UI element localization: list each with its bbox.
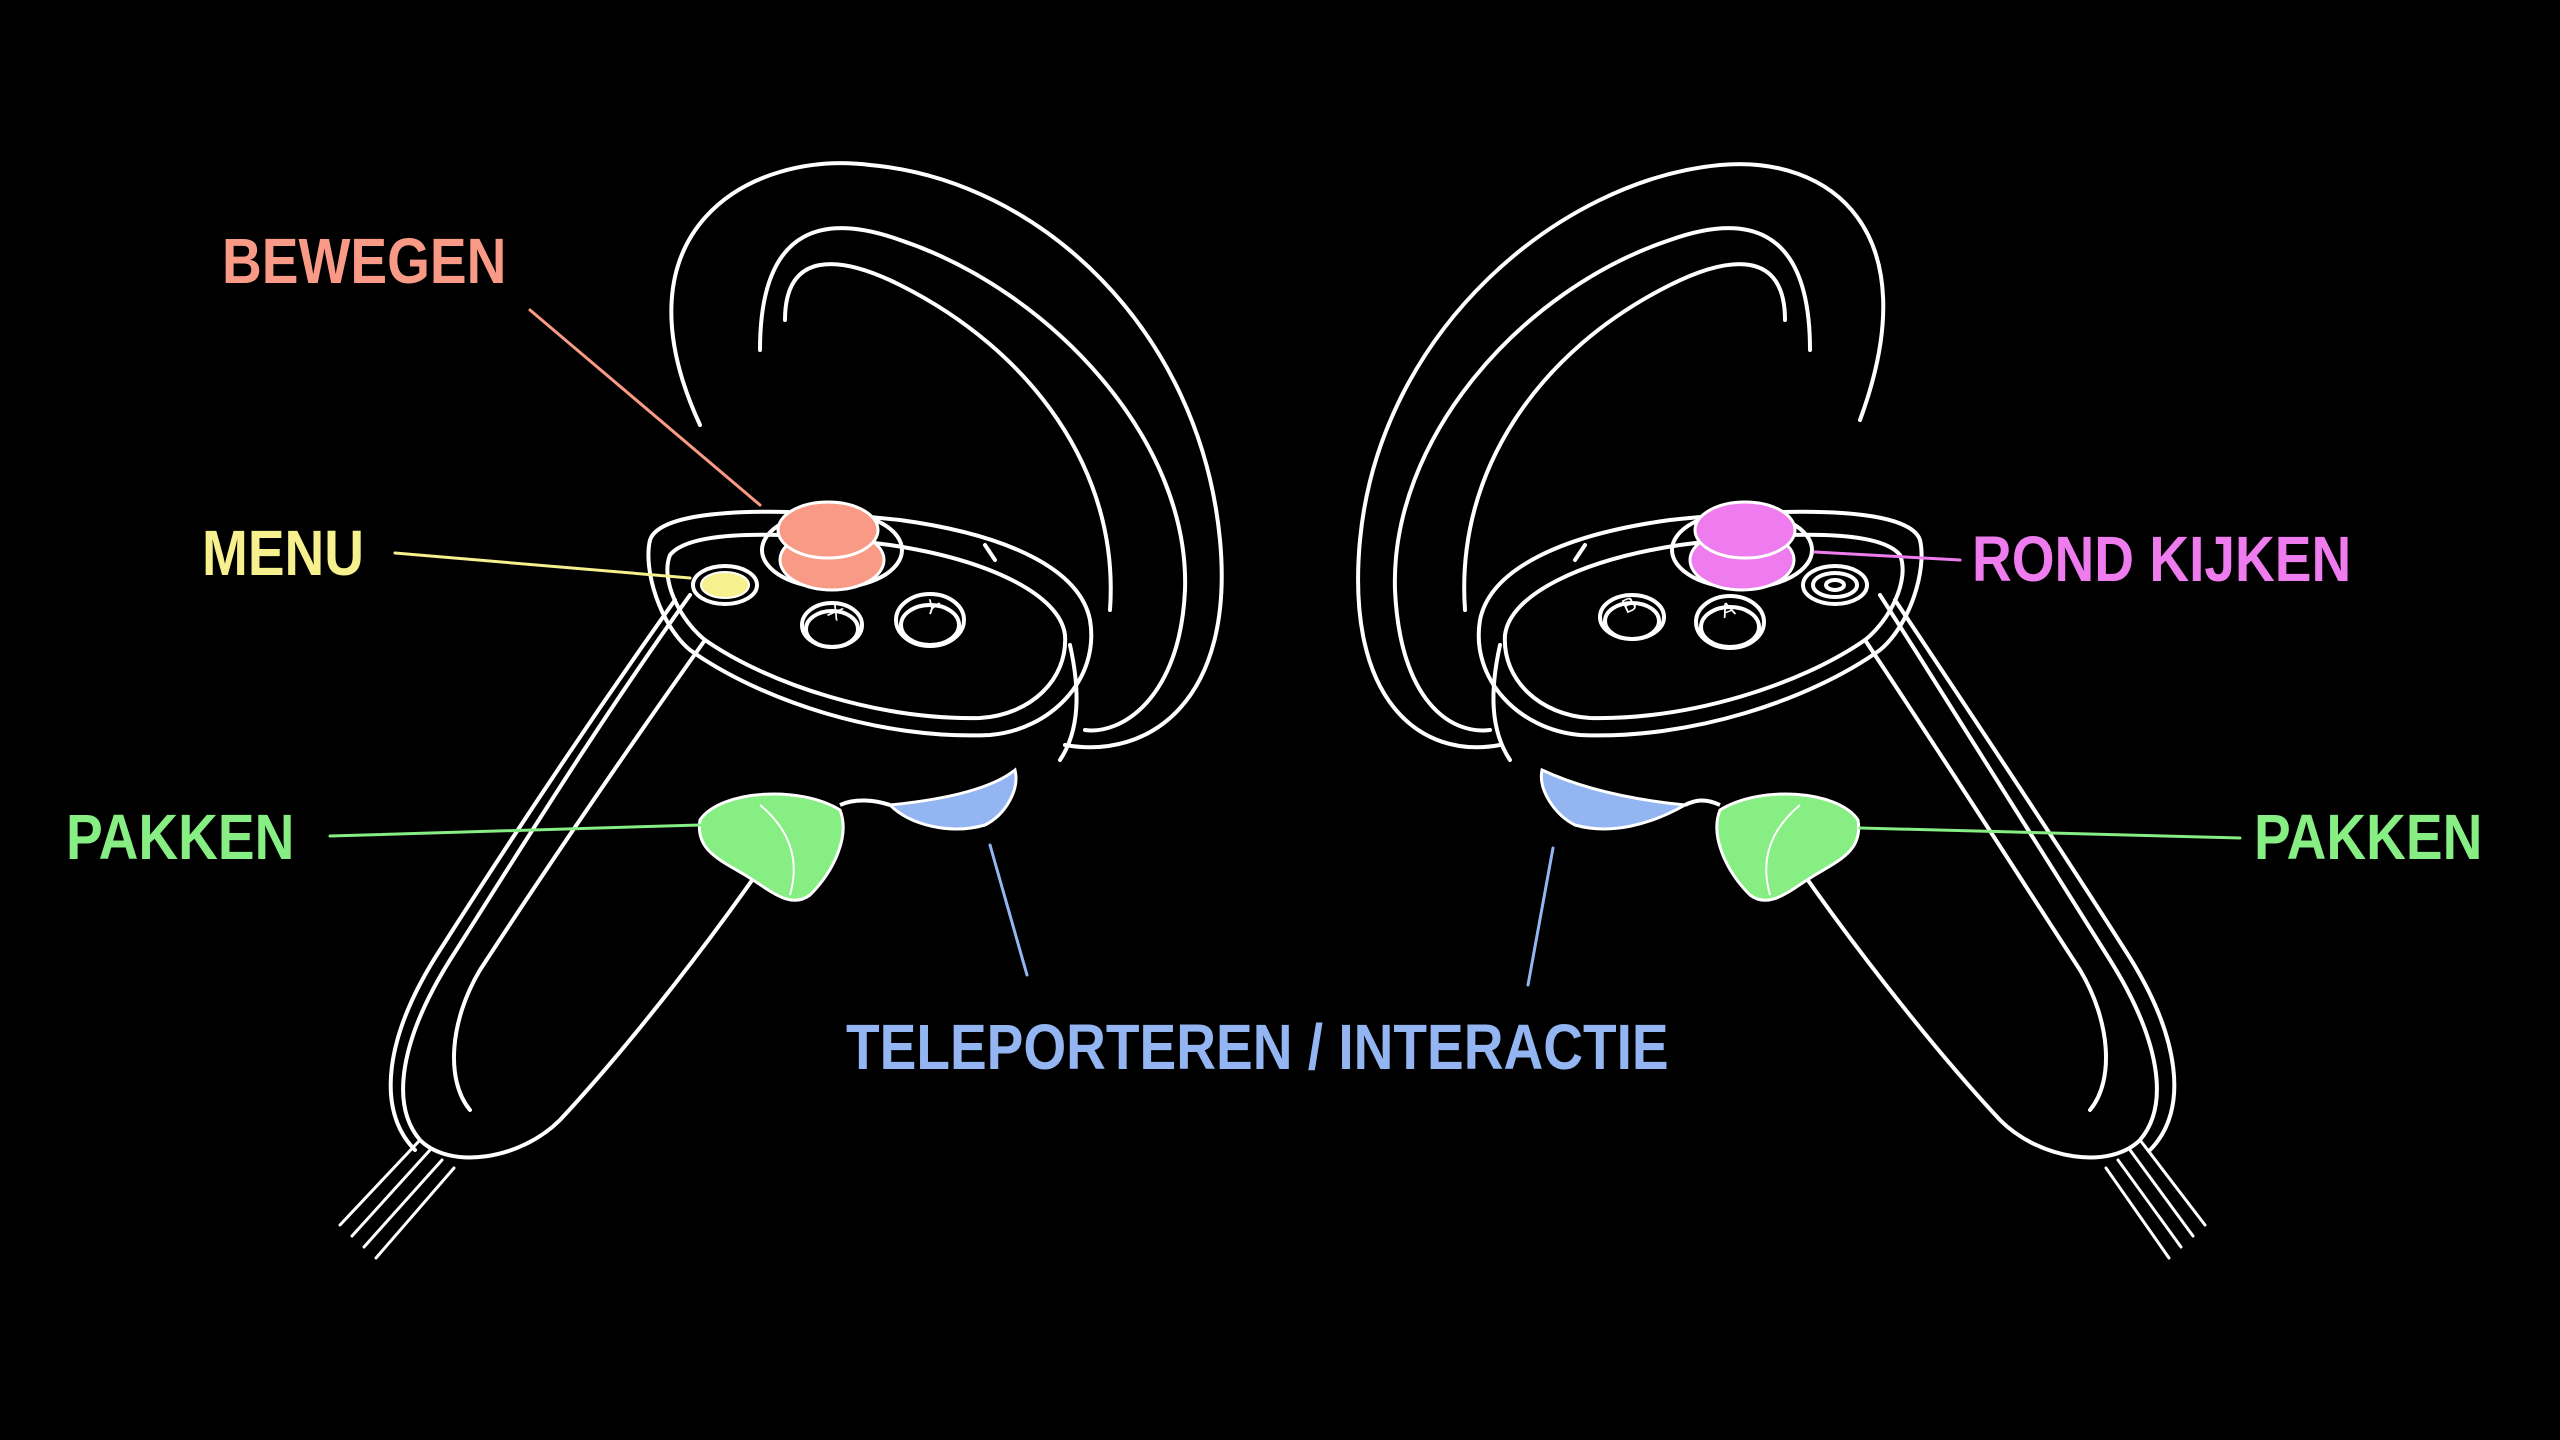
left-grip-button[interactable] [697,792,845,902]
right-a-button[interactable] [1694,594,1766,650]
right-tracking-ring [1356,162,1886,750]
left-handle [388,593,792,1160]
callout-lines [328,308,2242,987]
right-controller [1356,162,2207,1260]
teleport-label: TELEPORTEREN / INTERACTIE [846,1011,1669,1083]
left-tracking-ring [669,161,1224,750]
right-grip-ridge [1765,804,1801,896]
left-grip-ridge [759,804,795,896]
right-a-letter: A [1718,598,1739,623]
grab-left-callout-line [328,823,702,838]
left-trigger-connector [839,798,891,807]
left-thumbstick[interactable] [776,500,886,592]
right-trigger-connector [1684,798,1721,807]
teleport-left-callout-line [988,843,1029,977]
right-thumbstick[interactable] [1688,500,1797,592]
oculus-button[interactable] [1801,564,1869,606]
right-b-button[interactable] [1598,593,1666,641]
right-grip-button[interactable] [1715,792,1861,902]
left-y-button[interactable] [894,592,966,648]
right-trigger[interactable] [1539,767,1690,831]
left-cable [338,1138,456,1260]
move-callout-line [528,308,762,507]
left-y-letter: Y [922,596,942,621]
grab-left-label: PAKKEN [66,801,295,873]
left-x-button[interactable] [800,601,864,649]
right-cable [2104,1138,2207,1260]
grab-right-callout-line [1858,826,2242,840]
menu-button[interactable] [691,564,759,606]
teleport-right-callout-line [1526,846,1555,987]
look-around-label: ROND KIJKEN [1972,523,2352,595]
menu-callout-line [393,551,692,580]
menu-label: MENU [202,517,365,589]
move-label: BEWEGEN [222,225,507,297]
left-controller [338,161,1224,1260]
grab-right-label: PAKKEN [2254,801,2483,873]
look-around-callout-line [1813,550,1962,562]
left-trigger[interactable] [886,767,1018,831]
